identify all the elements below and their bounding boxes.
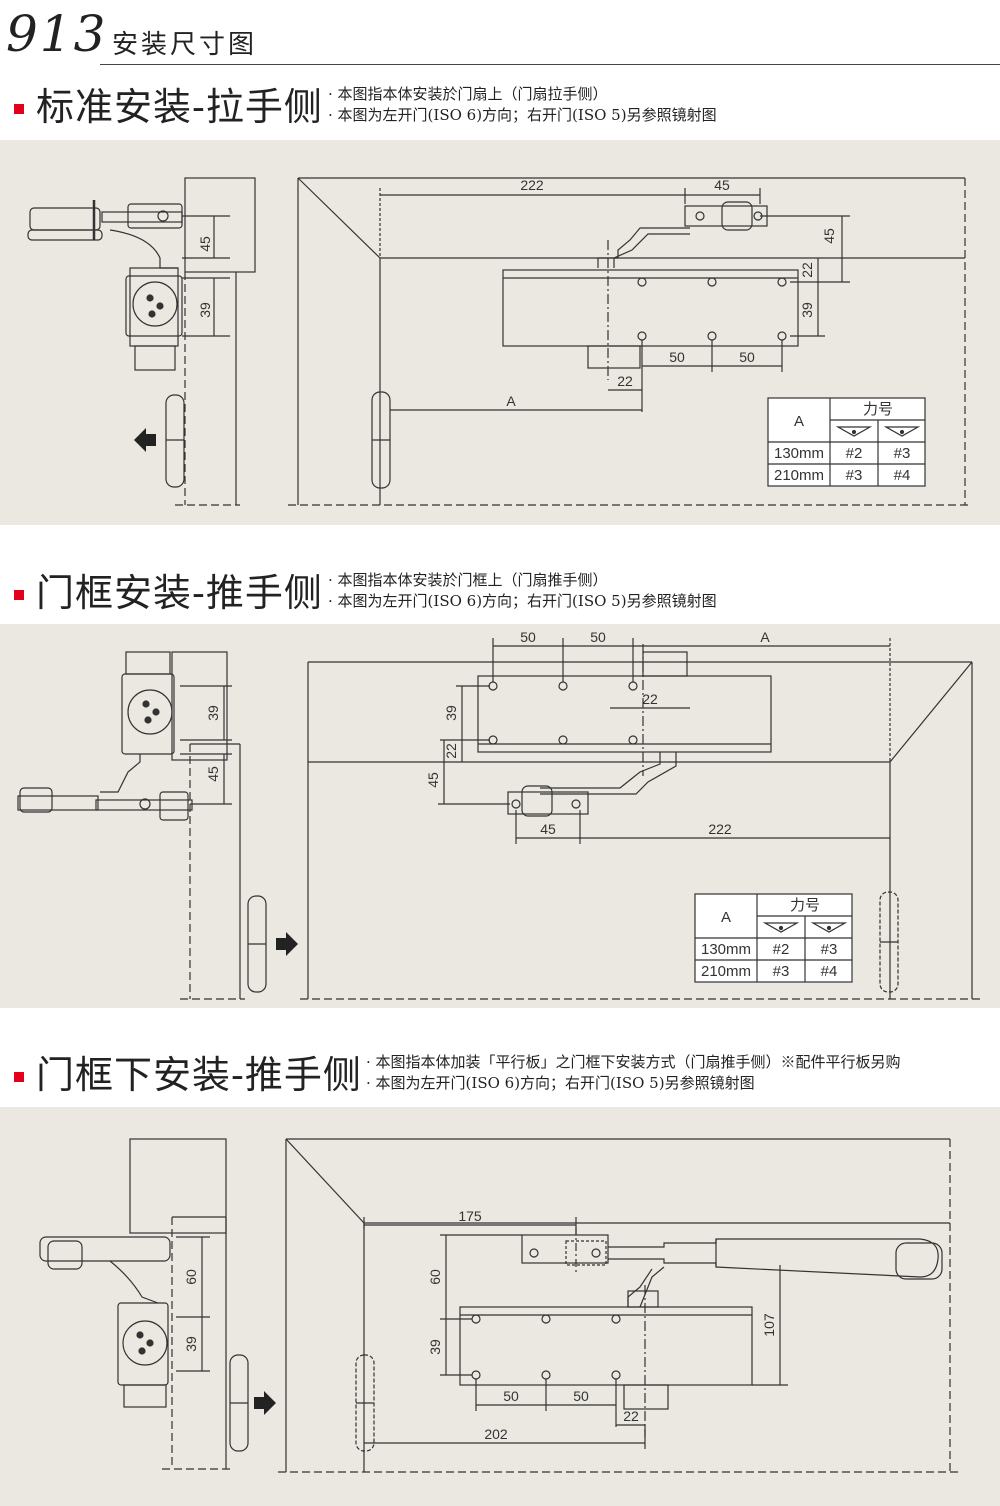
closer-body <box>117 1302 169 1386</box>
dim-label: 45 <box>425 772 441 788</box>
table-cell: 210mm <box>774 467 824 484</box>
page-title: 安装尺寸图 <box>112 30 258 60</box>
spindle-icon <box>122 1320 168 1366</box>
arrow-right-icon <box>276 932 298 956</box>
dim-label: 22 <box>642 691 658 707</box>
table-cell: 130mm <box>774 445 824 462</box>
note-line: 本图为左开门(ISO 6)方向；右开门(ISO 5)另参照镜射图 <box>328 105 717 126</box>
force-table <box>767 397 926 487</box>
section-marker <box>14 1072 24 1082</box>
arrow-left-icon <box>134 428 156 452</box>
dim-label: 202 <box>484 1426 508 1442</box>
arm-bracket <box>507 791 589 815</box>
table-cell: #2 <box>773 941 790 958</box>
side-view <box>27 177 256 506</box>
parallel-plate <box>521 1234 609 1264</box>
dim-label: 107 <box>761 1313 777 1337</box>
closer-body <box>121 673 175 755</box>
hinge <box>165 394 185 488</box>
dim-label: 175 <box>458 1208 482 1224</box>
dim-label: 45 <box>540 821 556 837</box>
table-header: A <box>721 909 731 926</box>
table-cell: #3 <box>894 445 911 462</box>
section-1-diagram: 45 39 222 45 45 22 39 50 5 <box>0 140 1000 525</box>
dim-label: A <box>506 393 516 409</box>
table-cell: #3 <box>846 467 863 484</box>
dim-label: 50 <box>590 629 606 645</box>
closer-body <box>502 269 799 347</box>
front-view <box>278 1138 960 1473</box>
section-1-heading: 标准安装-拉手侧 本图指本体安装於门扇上（门扇拉手侧） 本图为左开门(ISO 6… <box>0 80 1000 138</box>
section-3-diagram: 60 39 175 60 107 39 <box>0 1107 1000 1506</box>
side-view <box>17 651 298 1000</box>
dim-label: 45 <box>714 177 730 193</box>
closer-body <box>459 1306 753 1386</box>
section-3-heading: 门框下安装-推手侧 本图指本体加装「平行板」之门框下安装方式（门扇推手侧）※配件… <box>0 1048 1000 1106</box>
table-cell: 130mm <box>701 941 751 958</box>
dim-label: 39 <box>205 705 221 721</box>
section-title: 标准安装-拉手侧 <box>36 85 323 129</box>
model-number: 913 <box>6 5 108 63</box>
dim-label: 39 <box>443 705 459 721</box>
closer-body <box>477 675 772 753</box>
dim-label: 22 <box>623 1408 639 1424</box>
arm-bracket <box>684 205 768 227</box>
dim-label: 50 <box>520 629 536 645</box>
table-cell: #3 <box>821 941 838 958</box>
side-view <box>39 1138 276 1470</box>
note-line: 本图指本体安装於门扇上（门扇拉手侧） <box>328 84 717 105</box>
force-table <box>694 893 853 983</box>
section-marker <box>14 590 24 600</box>
table-cell: #3 <box>773 963 790 980</box>
dim-label: 22 <box>617 373 633 389</box>
dim-label: 50 <box>669 349 685 365</box>
header-rule <box>100 64 1000 65</box>
dim-label: 39 <box>183 1336 199 1352</box>
dim-label: 222 <box>520 177 544 193</box>
note-line: 本图指本体安装於门框上（门扇推手侧） <box>328 570 717 591</box>
section-notes: 本图指本体安装於门框上（门扇推手侧） 本图为左开门(ISO 6)方向；右开门(I… <box>328 570 717 612</box>
table-cell: #4 <box>821 963 838 980</box>
section-2-diagram: 39 45 50 50 A 22 39 22 45 4 <box>0 624 1000 1008</box>
dim-label: 45 <box>197 236 213 252</box>
dim-label: 50 <box>739 349 755 365</box>
section-title: 门框安装-推手侧 <box>36 571 323 615</box>
section-notes: 本图指本体加装「平行板」之门框下安装方式（门扇推手侧）※配件平行板另购 本图为左… <box>366 1052 901 1094</box>
spindle-icon <box>127 689 173 735</box>
dim-label: 45 <box>821 228 837 244</box>
table-cell: #4 <box>894 467 911 484</box>
dim-label: 22 <box>443 743 459 759</box>
note-line: 本图指本体加装「平行板」之门框下安装方式（门扇推手侧）※配件平行板另购 <box>366 1052 901 1073</box>
arm-cover <box>29 207 101 231</box>
dim-label: 50 <box>573 1388 589 1404</box>
dim-label: 22 <box>799 262 815 278</box>
dim-label: 50 <box>503 1388 519 1404</box>
dim-label: 39 <box>799 302 815 318</box>
dim-label: A <box>760 629 770 645</box>
closer-body <box>129 267 179 347</box>
dim-label: 45 <box>205 766 221 782</box>
dim-label: 39 <box>427 1339 443 1355</box>
table-header: A <box>794 413 804 430</box>
section-2-heading: 门框安装-推手侧 本图指本体安装於门框上（门扇推手侧） 本图为左开门(ISO 6… <box>0 566 1000 624</box>
table-header: 力号 <box>790 897 820 914</box>
note-line: 本图为左开门(ISO 6)方向；右开门(ISO 5)另参照镜射图 <box>328 591 717 612</box>
note-line: 本图为左开门(ISO 6)方向；右开门(ISO 5)另参照镜射图 <box>366 1073 901 1094</box>
dim-label: 39 <box>197 302 213 318</box>
page-header: 913 安装尺寸图 <box>0 0 1000 70</box>
section-title: 门框下安装-推手侧 <box>36 1053 362 1097</box>
front-view <box>300 644 980 1000</box>
dim-label: 222 <box>708 821 732 837</box>
dim-label: 60 <box>183 1269 199 1285</box>
front-view <box>288 177 970 506</box>
section-notes: 本图指本体安装於门扇上（门扇拉手侧） 本图为左开门(ISO 6)方向；右开门(I… <box>328 84 717 126</box>
table-cell: #2 <box>846 445 863 462</box>
table-cell: 210mm <box>701 963 751 980</box>
section-marker <box>14 104 24 114</box>
arrow-right-icon <box>254 1391 276 1415</box>
table-header: 力号 <box>863 401 893 418</box>
spindle-icon <box>132 281 178 327</box>
dim-label: 60 <box>427 1269 443 1285</box>
